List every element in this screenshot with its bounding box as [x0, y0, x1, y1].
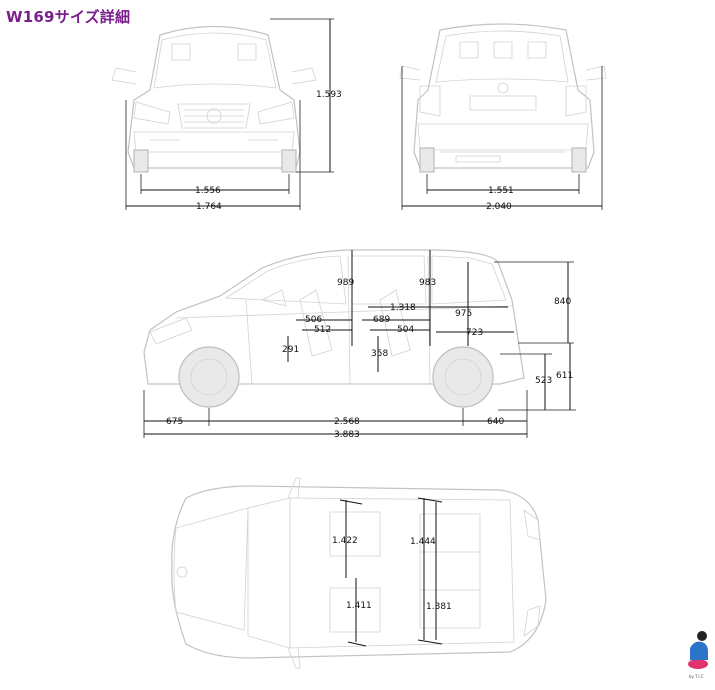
front-seat-headrests	[171, 43, 257, 61]
side-front-window	[351, 255, 427, 305]
seat-689-label: 689	[373, 315, 390, 325]
legroom-975-label: 975	[455, 309, 472, 319]
front-body-outline	[127, 25, 301, 169]
seat-512-label: 512	[314, 325, 331, 335]
hip-front-label: 1.411	[346, 601, 372, 611]
front-height-label: 1.593	[316, 90, 342, 100]
top-hood	[173, 507, 249, 631]
length-label: 3.883	[334, 430, 360, 440]
logo-rider-head	[697, 631, 707, 641]
rear-wheel-right	[571, 147, 587, 173]
side-wheel-front	[178, 346, 240, 408]
front-overhang-label: 675	[166, 417, 183, 427]
rear-view	[399, 23, 607, 173]
side-rear-window	[431, 255, 507, 305]
shoulder-rear-label: 1.444	[410, 537, 436, 547]
side-wheel-rear-rim	[444, 358, 482, 396]
rear-body-outline	[413, 23, 595, 169]
front-windshield	[153, 32, 277, 89]
seat-height-291-label: 291	[282, 345, 299, 355]
rear-window	[435, 30, 569, 83]
front-view	[111, 25, 317, 173]
top-mirror-left	[287, 477, 301, 499]
top-tick-4	[417, 639, 443, 645]
roof-to-belt-label: 840	[554, 297, 571, 307]
shoulder-front-label: 1.422	[332, 536, 358, 546]
tic-logo: by T.I.C	[688, 631, 708, 679]
top-star-emblem	[176, 566, 188, 578]
rear-track-label: 1.551	[488, 186, 514, 196]
top-rear-lights	[523, 509, 541, 637]
seat-506-label: 506	[305, 315, 322, 325]
front-mirror-right	[291, 67, 317, 85]
front-width-label: 1.764	[196, 202, 222, 212]
logo-pink-base	[688, 659, 708, 669]
top-tick-3	[417, 497, 443, 503]
rear-overhang-label: 640	[487, 417, 504, 427]
rear-star-emblem	[497, 82, 509, 94]
side-wheel-rear	[432, 346, 494, 408]
top-body-outline	[171, 485, 547, 659]
rear-width-label: 2.040	[486, 202, 512, 212]
front-wheel-right	[281, 149, 297, 173]
front-headlight-right	[257, 101, 295, 125]
front-star-emblem	[206, 108, 222, 124]
rear-plate	[469, 95, 537, 111]
logo-elephant	[690, 641, 708, 660]
rear-dimensions: 1.551 2.040	[401, 66, 603, 212]
rear-taillight-right	[565, 85, 587, 117]
cargo-723-label: 723	[466, 328, 483, 338]
legroom-1318-label: 1.318	[390, 303, 416, 313]
seat-height-358-label: 358	[371, 349, 388, 359]
headroom-rear-label: 983	[419, 278, 436, 288]
rear-taillight-left	[419, 85, 441, 117]
rear-headrests	[459, 41, 547, 59]
side-headlight	[149, 317, 193, 345]
top-front-seats	[329, 511, 381, 633]
front-track-label: 1.556	[195, 186, 221, 196]
rear-exhaust-underbody	[440, 151, 566, 163]
page-title: W169サイズ詳細	[6, 8, 131, 26]
front-headlight-left	[133, 101, 171, 125]
rear-mirror-right	[585, 65, 607, 81]
top-windshield	[247, 497, 291, 649]
side-dimensions: 989 983 840 1.318 975 506 512 689 504 72…	[143, 250, 576, 440]
load-height-523-label: 523	[535, 376, 552, 386]
hip-rear-label: 1.381	[426, 602, 452, 612]
side-steering-wheel	[260, 289, 287, 307]
top-rear-seats	[419, 513, 481, 629]
side-wheel-front-rim	[190, 358, 228, 396]
wheelbase-label: 2.568	[334, 417, 360, 427]
front-bumper	[133, 131, 295, 153]
rear-mirror-left	[399, 65, 421, 81]
top-cabin	[289, 497, 515, 649]
load-height-611-label: 611	[556, 371, 573, 381]
top-tick-2	[347, 641, 367, 647]
front-wheel-left	[133, 149, 149, 173]
top-mirror-right	[287, 647, 301, 669]
side-seats	[299, 289, 411, 357]
rear-bumper	[417, 123, 589, 151]
front-grille	[177, 103, 251, 129]
top-tick-1	[339, 499, 363, 505]
rear-wheel-left	[419, 147, 435, 173]
top-dimensions: 1.422 1.411 1.444 1.381	[332, 497, 452, 647]
headroom-front-label: 989	[337, 278, 354, 288]
side-windshield	[224, 255, 347, 305]
logo-caption: by T.I.C	[689, 674, 704, 679]
front-dimensions: 1.593 1.556 1.764	[125, 18, 342, 212]
front-mirror-left	[111, 67, 137, 85]
side-beltline	[175, 305, 513, 319]
seat-504-label: 504	[397, 325, 414, 335]
top-view	[171, 477, 547, 669]
